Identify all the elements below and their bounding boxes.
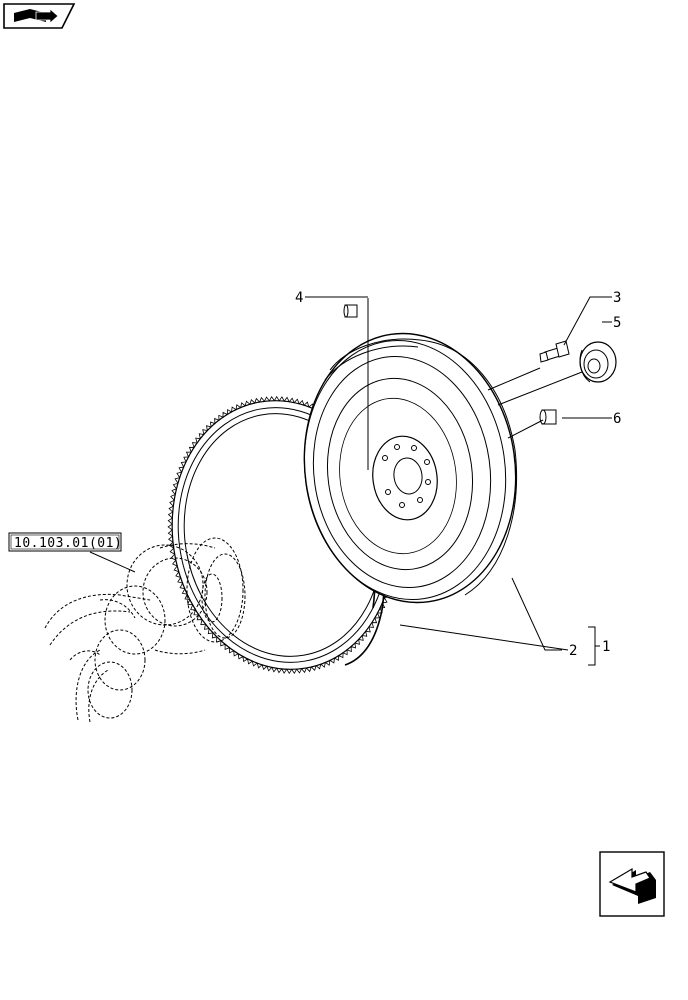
reference-label: 10.103.01(01): [14, 536, 122, 551]
callout-2: 2: [569, 643, 577, 659]
bolt: [539, 340, 570, 363]
dowel-pin: [343, 304, 358, 318]
book-arrow-icon: [14, 8, 59, 24]
next-page-arrow-icon: [608, 867, 656, 904]
flywheel: [303, 332, 518, 604]
callout-3: 3: [613, 290, 621, 306]
callout-6: 6: [613, 411, 621, 427]
callout-5: 5: [613, 315, 621, 331]
reference-leader: [89, 551, 136, 573]
top-nav-button[interactable]: [3, 3, 76, 29]
crankshaft: [44, 537, 246, 723]
pin: [539, 409, 557, 425]
callout-1: 1: [602, 639, 610, 655]
washer: [579, 341, 617, 383]
callout-4: 4: [295, 290, 303, 306]
reference-box[interactable]: 10.103.01(01): [8, 532, 122, 552]
next-page-button[interactable]: [599, 851, 665, 917]
